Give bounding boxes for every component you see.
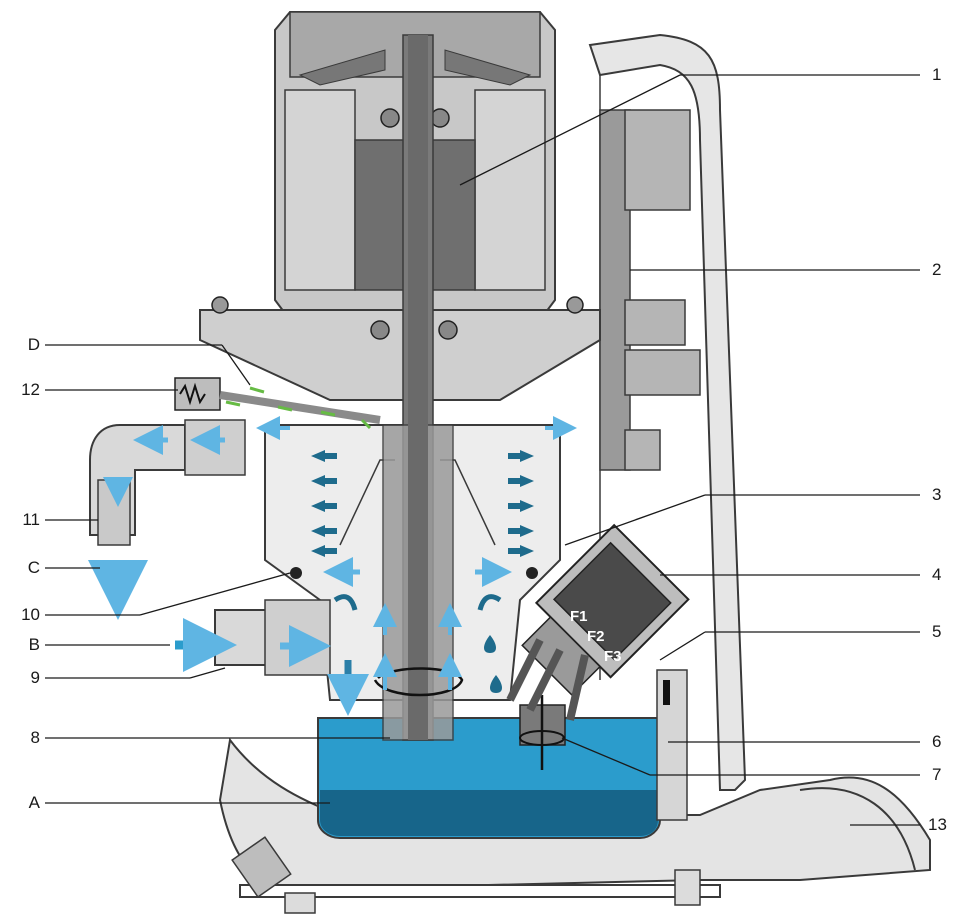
- filter-label-f3: F3: [604, 648, 622, 665]
- leader-lines: [45, 74, 920, 826]
- filter-label-f1: F1: [570, 608, 588, 625]
- sludge-layer: [320, 790, 658, 836]
- probe-1: [506, 638, 544, 702]
- base-front-curve: [799, 787, 916, 871]
- label-4: 4: [932, 565, 942, 584]
- probe-3: [566, 654, 589, 721]
- rotation-arrow: [373, 667, 464, 697]
- label-8: 8: [30, 728, 40, 747]
- bearing-bottom-left: [370, 320, 390, 340]
- label-5: 5: [932, 622, 942, 641]
- label-3: 3: [932, 485, 942, 504]
- outlet-nozzle: [97, 479, 131, 546]
- label-11: 11: [22, 510, 40, 529]
- screw-right: [566, 296, 584, 314]
- foot-right: [674, 869, 701, 906]
- label-7: 7: [932, 765, 942, 784]
- level-sensor-mark: [663, 680, 670, 705]
- label-10: 10: [21, 605, 40, 624]
- shaft-core: [408, 35, 428, 740]
- bearing-bottom-right: [438, 320, 458, 340]
- filter-label-f2: F2: [587, 628, 605, 645]
- bearing-top-left: [380, 108, 400, 128]
- vent-line: [219, 391, 381, 424]
- bearing-housing: [199, 309, 601, 401]
- tank-wall-right: [656, 669, 688, 821]
- label-b: B: [28, 635, 40, 654]
- label-c: C: [27, 558, 40, 577]
- probe-2: [526, 648, 564, 712]
- label-1: 1: [932, 65, 942, 84]
- seal-ring-left: [290, 567, 302, 579]
- label-2: 2: [932, 260, 942, 279]
- label-d: D: [27, 335, 40, 354]
- label-12: 12: [21, 380, 40, 399]
- component-1: [624, 109, 691, 211]
- arrows-right-outflow: [508, 450, 534, 557]
- stator-left: [284, 89, 356, 291]
- base-plate: [239, 884, 721, 898]
- outlet-connector: [184, 419, 246, 476]
- arrows-left-outflow: [311, 450, 337, 557]
- swirl-left: [333, 594, 358, 611]
- label-6: 6: [932, 732, 942, 751]
- sensor-bottom-left: [231, 836, 292, 898]
- fan-blade-right: [444, 49, 532, 86]
- component-3: [624, 349, 701, 396]
- foot-left: [284, 892, 316, 914]
- float-ring: [519, 730, 565, 746]
- component-4: [624, 429, 661, 471]
- stator-right: [474, 89, 546, 291]
- component-2: [624, 299, 686, 346]
- droplet-2: [490, 675, 502, 693]
- vent-arrows-green: [225, 386, 372, 430]
- seal-ring-right: [526, 567, 538, 579]
- label-13: 13: [928, 815, 947, 834]
- side-cover: [588, 33, 747, 791]
- valve-spring: [179, 382, 206, 406]
- inlet-connector: [264, 599, 331, 676]
- swirl-right: [477, 594, 502, 611]
- droplet-1: [484, 635, 496, 653]
- label-9: 9: [30, 668, 40, 687]
- screw-left: [211, 296, 229, 314]
- fan-blade-left: [298, 49, 386, 86]
- label-a: A: [28, 793, 40, 812]
